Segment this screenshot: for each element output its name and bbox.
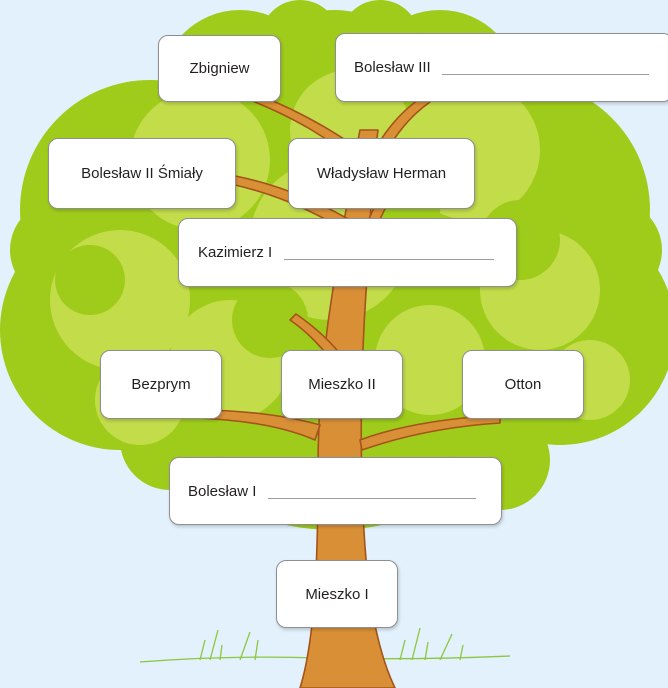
node-zbigniew[interactable]: Zbigniew: [158, 35, 281, 102]
answer-blank-line[interactable]: [268, 497, 477, 499]
answer-blank-line[interactable]: [284, 259, 495, 260]
node-label: Kazimierz I: [198, 244, 273, 261]
node-label: Zbigniew: [189, 60, 250, 77]
node-boleslaw-i[interactable]: Bolesław I: [169, 457, 502, 525]
node-label: Mieszko II: [308, 376, 376, 393]
node-boleslaw-iii[interactable]: Bolesław III: [335, 33, 668, 102]
node-label: Otton: [504, 376, 542, 393]
node-label: Mieszko I: [305, 585, 369, 603]
node-mieszko-i[interactable]: Mieszko I: [276, 560, 398, 628]
node-otton[interactable]: Otton: [462, 350, 584, 419]
node-label: Bolesław I: [188, 482, 257, 500]
node-boleslaw-ii-smialy[interactable]: Bolesław II Śmiały: [48, 138, 236, 209]
answer-blank-line[interactable]: [441, 74, 649, 75]
node-bezprym[interactable]: Bezprym: [100, 350, 222, 419]
node-label: Władysław Herman: [316, 165, 447, 182]
node-label: Bolesław II Śmiały: [81, 165, 203, 182]
node-kazimierz-i[interactable]: Kazimierz I: [178, 218, 517, 287]
node-mieszko-ii[interactable]: Mieszko II: [281, 350, 403, 419]
node-label: Bolesław III: [354, 59, 431, 76]
node-wladyslaw-herman[interactable]: Władysław Herman: [288, 138, 475, 209]
node-label: Bezprym: [131, 376, 191, 393]
